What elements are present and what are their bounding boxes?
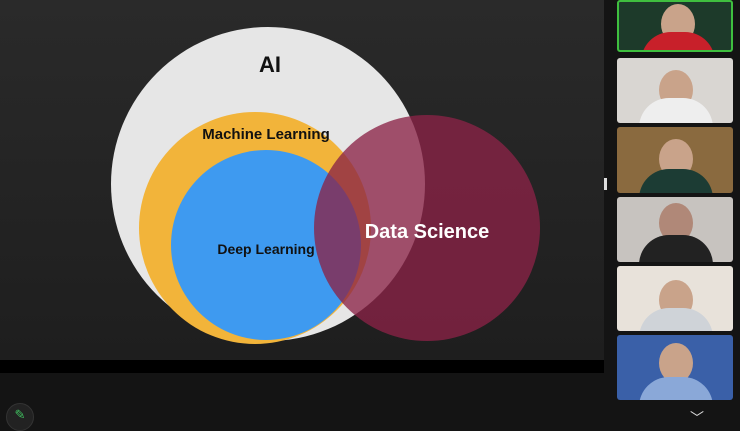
ai-label: AI [259,52,281,77]
participant-video-3[interactable] [617,127,733,193]
participant-video-5[interactable] [617,266,733,331]
splitter-handle[interactable] [604,178,607,190]
ds-label: Data Science [365,221,490,243]
participant-video-2[interactable] [617,58,733,123]
shared-screen: AI Machine Learning Deep Learning Data S… [0,0,604,360]
chevron-down-icon[interactable]: ﹀ [690,410,704,426]
screen-bottom-bar [0,360,604,373]
participant-video-1[interactable] [617,0,733,52]
ml-label: Machine Learning [202,126,330,143]
dl-label: Deep Learning [217,241,314,257]
pencil-icon[interactable]: ✎ [6,403,34,431]
venn-diagram: AI Machine Learning Deep Learning Data S… [111,27,540,344]
ds-circle [314,115,540,341]
dl-circle [171,150,361,340]
participant-video-6[interactable] [617,335,733,400]
participant-video-4[interactable] [617,197,733,262]
